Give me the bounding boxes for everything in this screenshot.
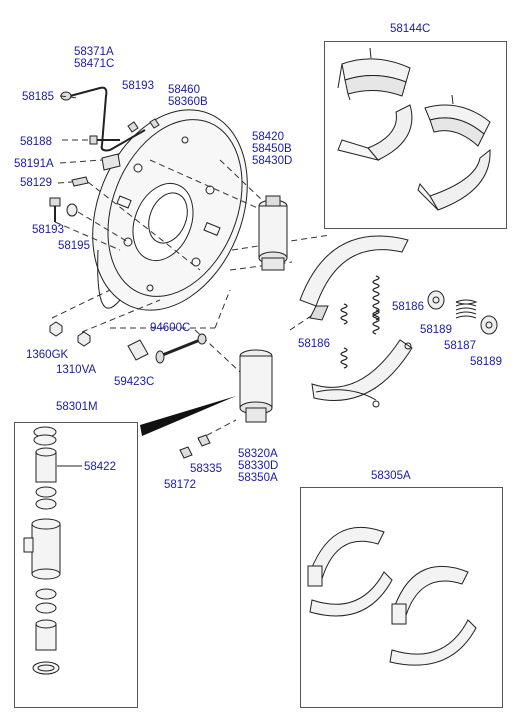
lining-set-58144C: [337, 47, 491, 211]
return-springs: [340, 275, 380, 369]
part-label[interactable]: 58301M: [56, 401, 98, 413]
part-label[interactable]: 58320A: [238, 448, 278, 460]
part-label[interactable]: 58186: [298, 338, 330, 350]
part-label[interactable]: 58193: [122, 80, 154, 92]
part-label[interactable]: 58187: [444, 340, 476, 352]
part-label[interactable]: 58129: [20, 177, 52, 189]
part-label[interactable]: 58172: [164, 479, 196, 491]
part-label[interactable]: 58420: [252, 131, 284, 143]
part-label[interactable]: 58188: [20, 136, 52, 148]
part-label[interactable]: 58193: [32, 224, 64, 236]
part-label[interactable]: 58144C: [390, 23, 431, 35]
part-label[interactable]: 58191A: [14, 158, 54, 170]
part-label[interactable]: 58335: [190, 463, 222, 475]
part-label[interactable]: 58186: [392, 301, 424, 313]
part-label[interactable]: 58371A: [74, 46, 114, 58]
part-label[interactable]: 94600C: [150, 322, 191, 334]
shoe-assemblies-58305A: [307, 526, 477, 666]
cylinder-exploded-box: [14, 422, 138, 708]
cylinder-exploded-58301M: [23, 426, 61, 675]
lining-set-box: [324, 41, 507, 229]
wheel-cylinder-upper: [258, 195, 288, 271]
part-label[interactable]: 58185: [22, 91, 54, 103]
part-label[interactable]: 58305A: [371, 470, 411, 482]
wheel-cylinder-lower: [239, 349, 273, 423]
part-label[interactable]: 58430D: [252, 155, 293, 167]
part-label[interactable]: 58189: [420, 324, 452, 336]
part-label[interactable]: 58422: [84, 461, 116, 473]
brake-pipe: [69, 86, 146, 152]
part-label[interactable]: 58460: [168, 84, 200, 96]
part-label[interactable]: 58330D: [238, 460, 279, 472]
brake-shoe-upper: [299, 235, 409, 321]
shoe-assembly-box: [300, 487, 503, 708]
part-label[interactable]: 58471C: [74, 58, 115, 70]
part-label[interactable]: 1360GK: [26, 349, 69, 361]
part-label[interactable]: 58189: [470, 356, 502, 368]
part-label[interactable]: 58450B: [252, 143, 292, 155]
part-label[interactable]: 58195: [58, 240, 90, 252]
brake-shoe-lower: [311, 339, 413, 408]
part-label[interactable]: 58350A: [238, 472, 278, 484]
part-label[interactable]: 59423C: [114, 376, 155, 388]
backing-plate-58460: [92, 109, 248, 311]
part-label[interactable]: 58360B: [168, 96, 208, 108]
part-label[interactable]: 1310VA: [56, 364, 97, 376]
